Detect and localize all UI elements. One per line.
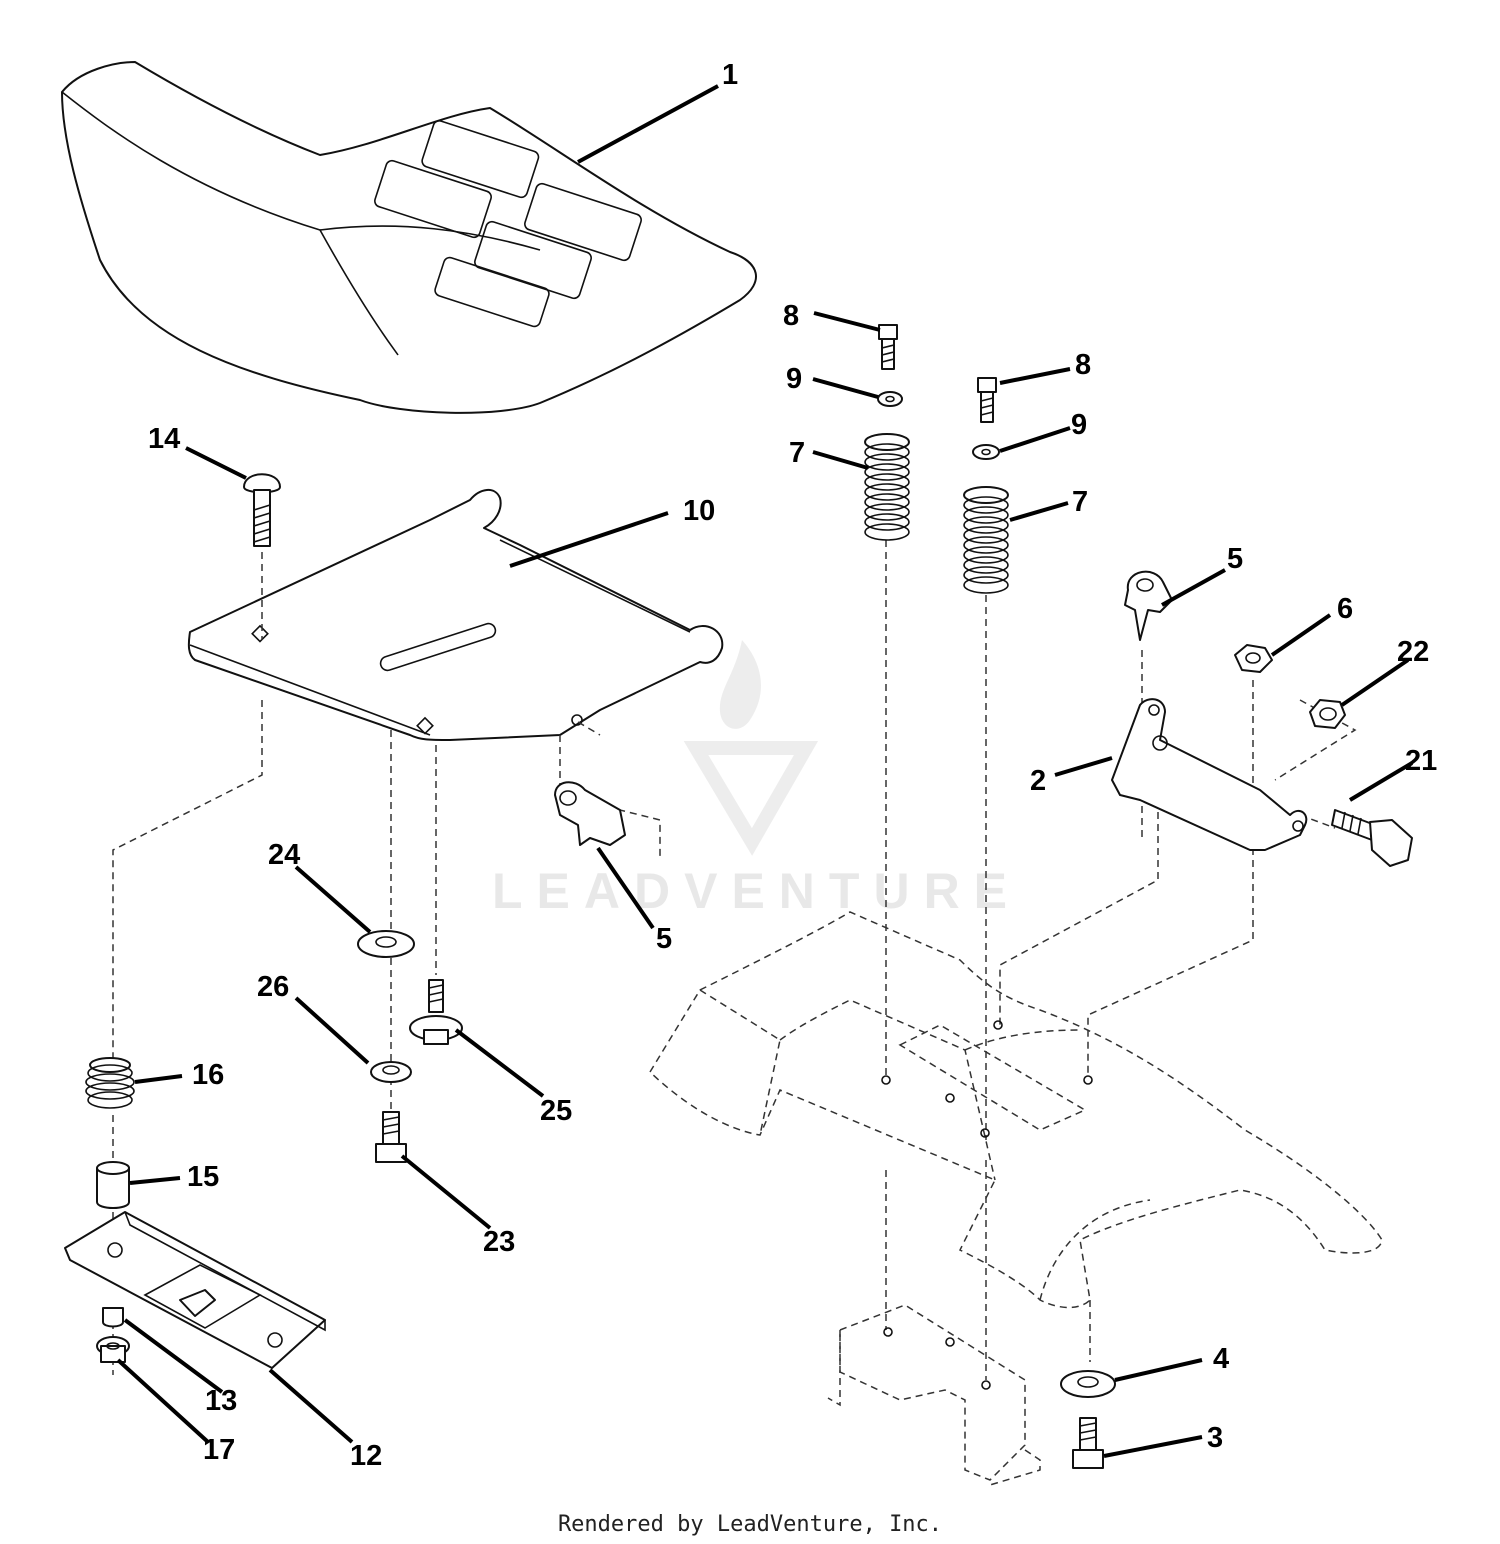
callout-15: 15 <box>187 1161 219 1193</box>
clip-lower-part <box>554 781 626 846</box>
carriage-bolt-part <box>243 473 281 547</box>
callout-10: 10 <box>683 495 715 527</box>
callout-2: 2 <box>1030 765 1046 797</box>
hex-bolt-part-3 <box>1072 1417 1104 1469</box>
callout-6: 6 <box>1337 593 1353 625</box>
callout-26: 26 <box>257 971 289 1003</box>
callout-13: 13 <box>205 1385 237 1417</box>
clip-upper-part <box>1124 570 1173 641</box>
seat-part <box>61 61 757 414</box>
callout-23: 23 <box>483 1226 515 1258</box>
bracket-part <box>1111 698 1308 851</box>
bolt-part-21 <box>1331 809 1413 867</box>
flange-nut-part-17 <box>96 1336 130 1363</box>
callout-labels: 1 14 10 8 9 7 8 9 7 5 6 22 21 2 5 24 26 … <box>148 59 1437 1472</box>
callout-14: 14 <box>148 423 180 455</box>
seat-pan-part <box>187 489 724 741</box>
callout-22: 22 <box>1397 636 1429 668</box>
callout-7-left: 7 <box>789 437 805 469</box>
flange-bolt-part-25 <box>409 979 463 1045</box>
callout-12: 12 <box>350 1440 382 1472</box>
callout-8-left: 8 <box>783 300 799 332</box>
callout-4: 4 <box>1213 1343 1229 1375</box>
lock-washer-part-26 <box>370 1061 412 1083</box>
callout-9-left: 9 <box>786 363 802 395</box>
spring-part-16 <box>85 1057 135 1109</box>
callout-16: 16 <box>192 1059 224 1091</box>
nut-part-13 <box>102 1307 124 1328</box>
hex-bolt-part-23 <box>375 1111 407 1163</box>
washer-part-4 <box>1060 1370 1116 1398</box>
callout-8-right: 8 <box>1075 349 1091 381</box>
callout-21: 21 <box>1405 745 1437 777</box>
assembly-lines <box>112 540 1357 1380</box>
bolt-spring-right <box>963 377 1009 594</box>
bolt-spring-left <box>864 324 910 541</box>
hex-nut-part <box>1234 644 1273 673</box>
callout-7-right: 7 <box>1072 486 1088 518</box>
footer-credit: Rendered by LeadVenture, Inc. <box>557 1512 943 1537</box>
callout-3: 3 <box>1207 1422 1223 1454</box>
leader-lines <box>116 84 1414 1458</box>
callout-25: 25 <box>540 1095 572 1127</box>
washer-part-24 <box>357 930 415 958</box>
callout-1: 1 <box>722 59 738 91</box>
callout-5-upper: 5 <box>1227 543 1243 575</box>
leadventure-watermark: LEADVENTURE <box>492 640 1021 919</box>
plate-part-12 <box>64 1211 326 1369</box>
callout-5-lower: 5 <box>656 923 672 955</box>
spacer-part-15 <box>96 1161 130 1209</box>
callout-17: 17 <box>203 1434 235 1466</box>
frame-outline <box>649 911 1383 1486</box>
watermark-text: LEADVENTURE <box>492 863 1021 919</box>
callout-24: 24 <box>268 839 300 871</box>
nut-part-22 <box>1309 699 1346 729</box>
callout-9-right: 9 <box>1071 409 1087 441</box>
